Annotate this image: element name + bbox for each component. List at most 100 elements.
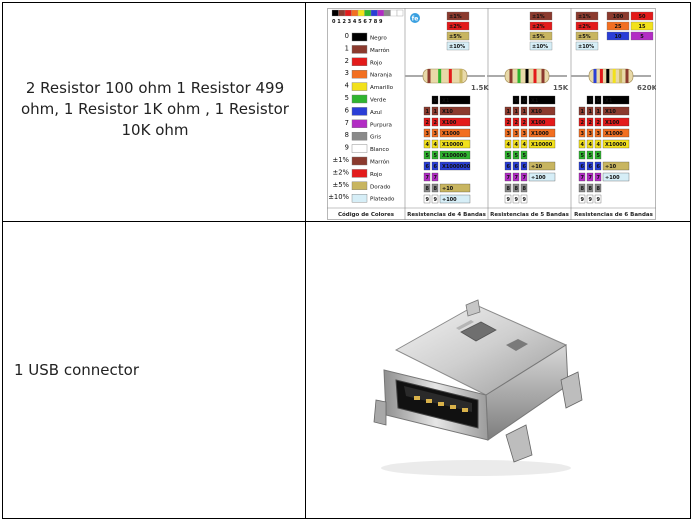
mult-6band-box [602,139,630,149]
lookup-5band-digit [504,139,512,149]
lookup-4band-d1-num: 3 [426,131,430,137]
color-name: Plateado [370,197,395,203]
lookup-4band-d1 [423,194,431,204]
lookup-4band-d1-num: 1 [426,109,430,115]
mult-4band-label: X10 [442,109,453,115]
lookup-5band-digit-num: 7 [507,175,511,181]
mult-6band-box [602,161,630,171]
color-swatch [351,107,368,116]
lookup-6band-digit-num: 2 [581,120,585,126]
digit-strip-swatch [357,9,365,17]
digit-strip-swatch [390,9,398,17]
lookup-5band-digit [512,194,520,204]
digit-strip-swatch [364,9,372,17]
mult-6band-label: X10 [605,109,616,115]
resistor-6band-band [599,69,603,83]
lookup-4band-d1-num: 2 [426,120,430,126]
lookup-6band-digit [586,139,594,149]
chart-frame [327,8,656,220]
lookup-5band-digit-num: 1 [515,109,519,115]
lookup-6band-digit [594,183,602,193]
lookup-4band-d2 [431,117,439,127]
tempco-box [606,11,630,21]
tempco-label: 15 [639,24,646,30]
lookup-5band-digit-num: 3 [523,131,527,137]
lookup-5band-digit-num: 8 [515,186,519,192]
lookup-6band-digit [586,117,594,127]
lookup-5band-digit [520,183,528,193]
mult-6band-label: X1000 [605,131,623,137]
mult-6band-label: ÷100 [605,175,620,181]
color-name: Purpura [370,122,392,128]
lookup-6band-digit [594,139,602,149]
tol-6band-label: ±1% [578,14,591,20]
row-1-description: 2 Resistor 100 ohm 1 Resistor 499 ohm, 1… [21,79,289,139]
digit-strip-swatch [377,9,385,17]
color-swatch [351,94,368,104]
lookup-6band-digit [594,150,602,160]
lookup-5band-digit-num: 3 [515,131,519,137]
lookup-5band-digit [512,128,520,138]
fe-badge-label: fe [412,16,419,23]
lookup-4band-d1 [423,139,431,149]
tol-5band-box [529,21,553,31]
lookup-5band-digit-num: 9 [507,197,511,203]
color-name: Amarillo [370,85,394,91]
lookup-4band-d2 [431,106,439,116]
table-border-left [2,2,3,519]
resistor-5band-band [533,69,537,83]
tol-5band-label: ±1% [532,14,545,20]
lookup-4band-d1 [423,117,431,127]
mult-4band-label: X100 [442,120,457,126]
mult-4band-box [439,194,471,204]
lookup-4band-d2 [431,139,439,149]
tol-5band-box [529,41,553,51]
digit-strip-swatch [383,9,391,17]
tol-4band-label: ±1% [449,14,462,20]
mult-4band-box [439,95,471,105]
mult-6band-box [602,172,630,182]
lookup-4band-d2 [431,128,439,138]
lookup-6band-digit [594,161,602,171]
lookup-5band-digit [520,117,528,127]
lookup-5band-digit-num: 2 [515,120,519,126]
lookup-6band-digit [594,106,602,116]
lookup-5band-digit [504,128,512,138]
lookup-4band-d2-num: 5 [434,153,438,159]
color-swatch [351,144,368,153]
resistor-6band-band [593,69,597,83]
color-name: Dorado [370,184,391,190]
lookup-6band-digit [586,106,594,116]
lookup-6band-digit-num: 3 [589,131,593,137]
lookup-6band-digit-num: 0 [597,98,601,104]
lookup-5band-digit-num: 6 [507,164,511,170]
lookup-5band-digit-num: 3 [507,131,511,137]
lookup-6band-digit [586,161,594,171]
tol-5band-label: ±10% [532,44,548,50]
lookup-6band-digit [586,194,594,204]
lookup-4band-d2-num: 3 [434,131,438,137]
mult-4band-box [439,150,471,160]
tol-6band-label: ±5% [578,34,591,40]
lookup-6band-digit [586,172,594,182]
lookup-4band-d1 [423,106,431,116]
lookup-5band-digit-num: 0 [523,98,527,104]
lookup-5band-digit-num: 6 [523,164,527,170]
lookup-4band-d1 [423,161,431,171]
lookup-4band-d2-num: 4 [434,142,438,148]
tol-4band-label: ±5% [449,34,462,40]
mult-6band-box [602,117,630,127]
lookup-5band-digit [504,183,512,193]
mult-4band-box [439,117,471,127]
mult-5band-box [528,161,556,171]
lookup-4band-d2-num: 6 [434,164,438,170]
color-swatch [351,193,368,203]
lookup-6band-digit-num: 3 [581,131,585,137]
tempco-box [606,21,630,31]
chart-caption: Resistencias de 5 Bandas [490,212,570,218]
mult-4band-label: ÷10 [442,186,454,192]
mult-5band-label: ÷10 [531,164,543,170]
lookup-4band-d2 [431,150,439,160]
lookup-4band-d2 [431,172,439,182]
